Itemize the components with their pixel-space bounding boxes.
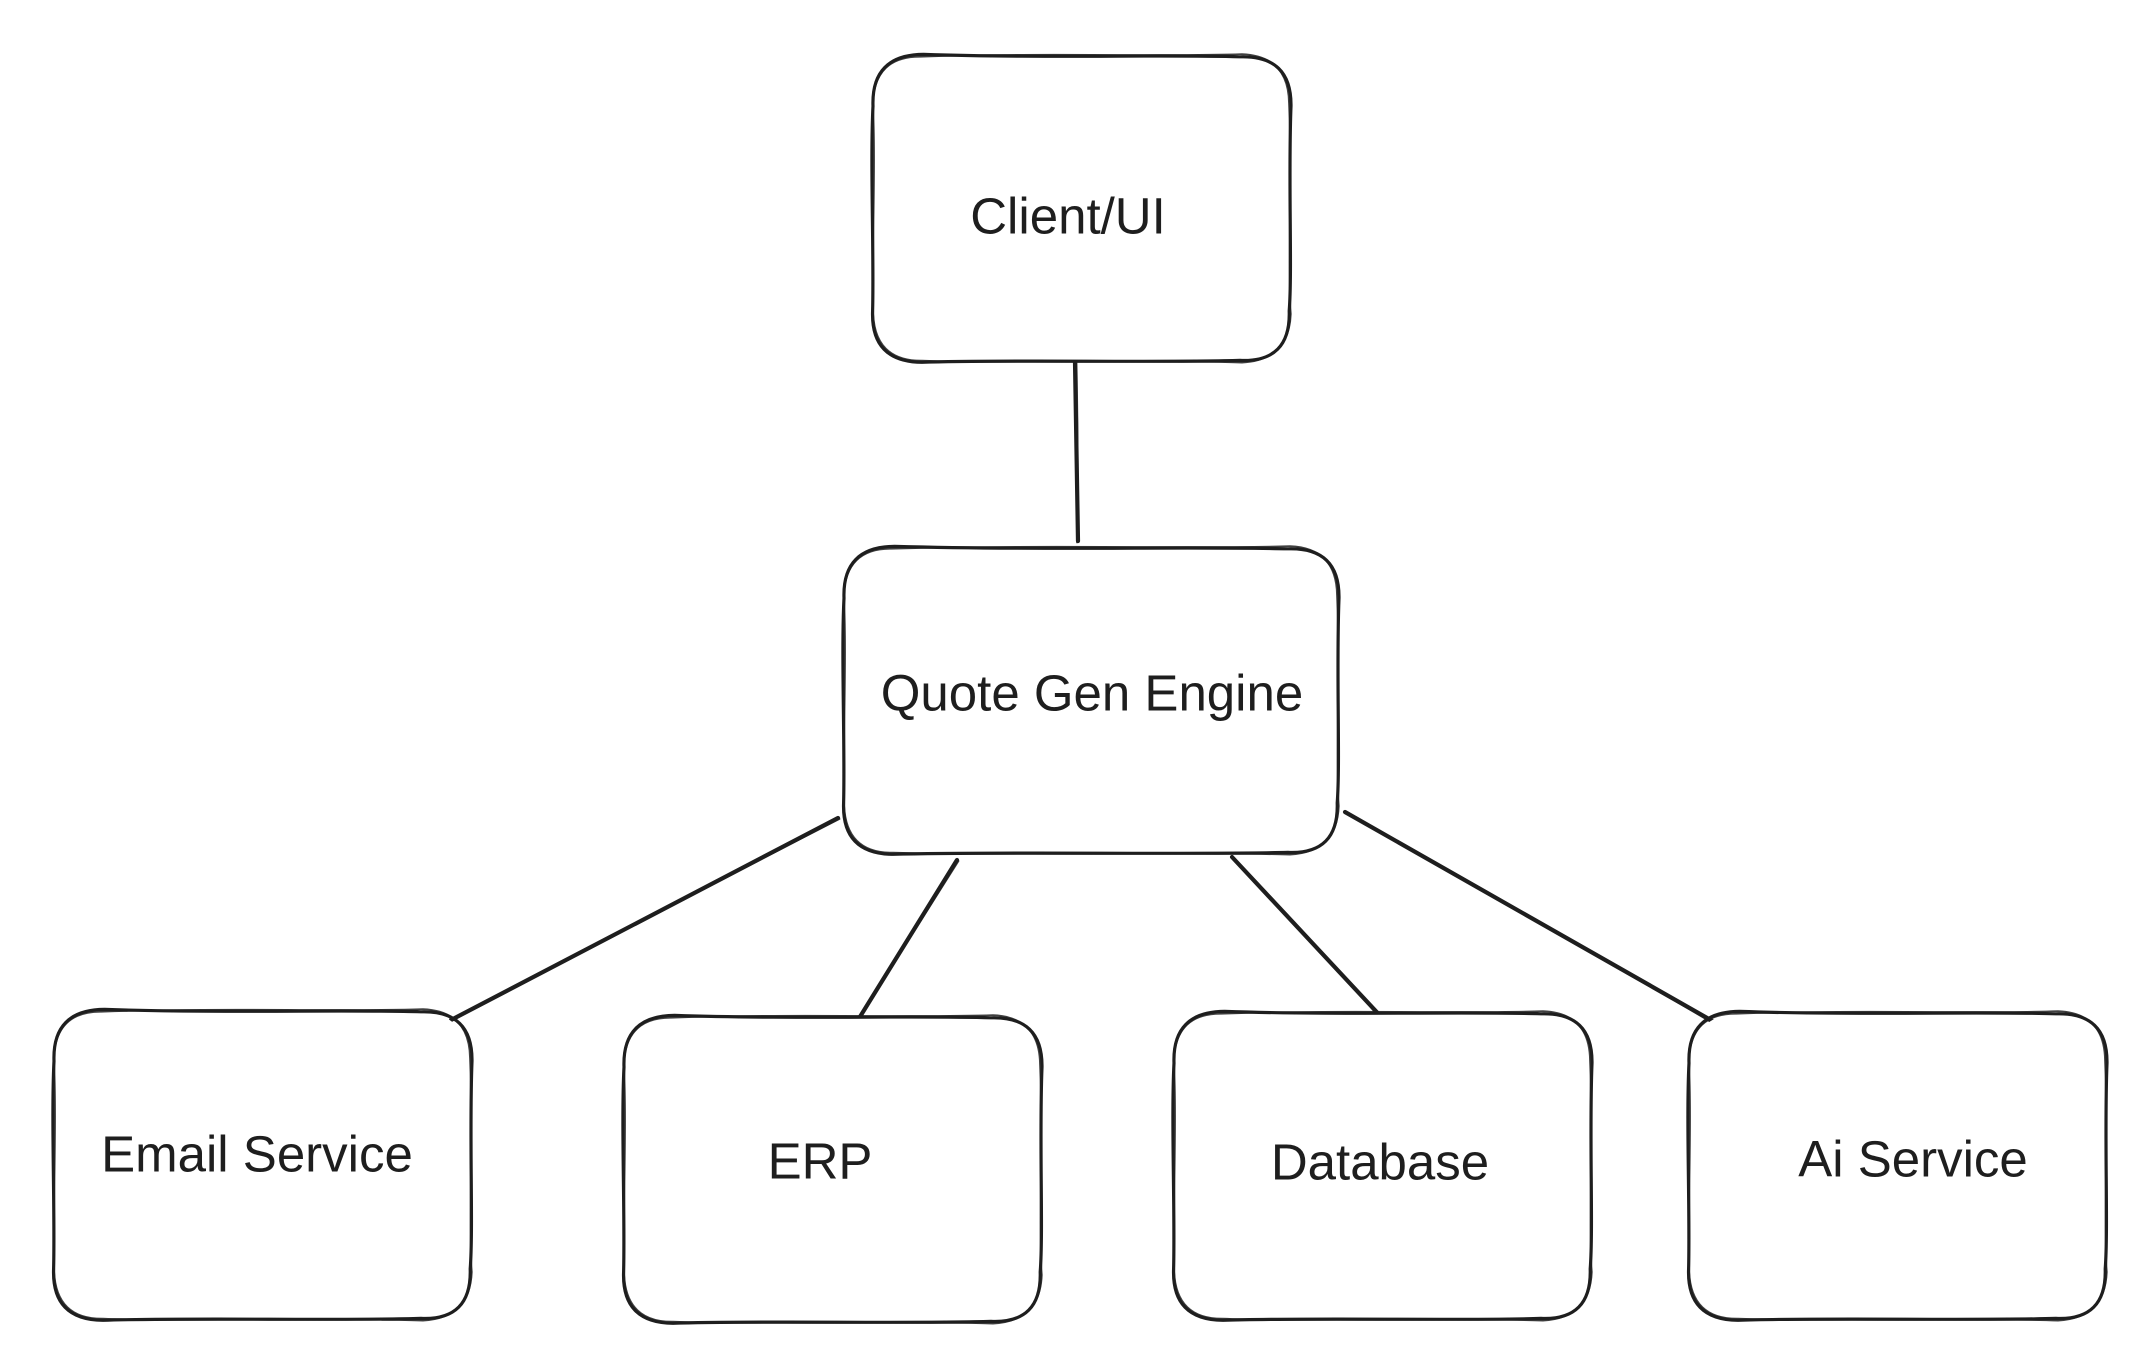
- edge-client-to-engine-sketch-stroke: [1075, 362, 1079, 544]
- node-ai-outline: [1686, 1009, 2109, 1322]
- node-client-outline-sketch: [872, 53, 1292, 364]
- node-erp: ERP: [621, 1013, 1044, 1325]
- node-email: Email Service: [51, 1007, 474, 1322]
- edge-engine-to-database-sketch-stroke: [1232, 857, 1386, 1025]
- node-erp-outline: [621, 1013, 1044, 1325]
- node-ai-label: Ai Service: [1798, 1131, 2028, 1188]
- node-database-label: Database: [1271, 1134, 1489, 1191]
- node-engine-outline: [841, 544, 1341, 856]
- node-client-fill: [872, 56, 1290, 361]
- node-erp-label: ERP: [768, 1133, 873, 1190]
- edge-engine-to-erp-sketch-stroke: [856, 860, 960, 1023]
- node-email-outline-sketch: [53, 1008, 473, 1322]
- node-email-fill: [53, 1011, 471, 1319]
- node-engine-fill: [843, 548, 1338, 853]
- node-database-outline: [1171, 1009, 1594, 1322]
- node-client-outline: [870, 52, 1293, 364]
- node-client-label: Client/UI: [970, 188, 1166, 245]
- node-ai: Ai Service: [1686, 1009, 2109, 1322]
- node-database-outline-sketch: [1173, 1010, 1593, 1322]
- node-client: Client/UI: [870, 52, 1293, 364]
- edge-engine-to-email-sketch-stroke: [449, 818, 841, 1023]
- node-engine-outline-sketch: [843, 545, 1340, 856]
- edge-engine-to-ai-sketch-stroke: [1345, 812, 1716, 1026]
- node-ai-outline-sketch: [1688, 1010, 2108, 1322]
- node-erp-outline-sketch: [623, 1014, 1043, 1325]
- node-database: Database: [1171, 1009, 1594, 1322]
- node-erp-fill: [623, 1017, 1041, 1322]
- node-engine-label: Quote Gen Engine: [881, 665, 1303, 722]
- node-engine: Quote Gen Engine: [841, 544, 1341, 856]
- node-email-label: Email Service: [101, 1126, 413, 1183]
- node-ai-fill: [1688, 1013, 2106, 1319]
- node-database-fill: [1173, 1013, 1591, 1319]
- node-email-outline: [51, 1007, 474, 1322]
- edges-layer: [448, 359, 1719, 1026]
